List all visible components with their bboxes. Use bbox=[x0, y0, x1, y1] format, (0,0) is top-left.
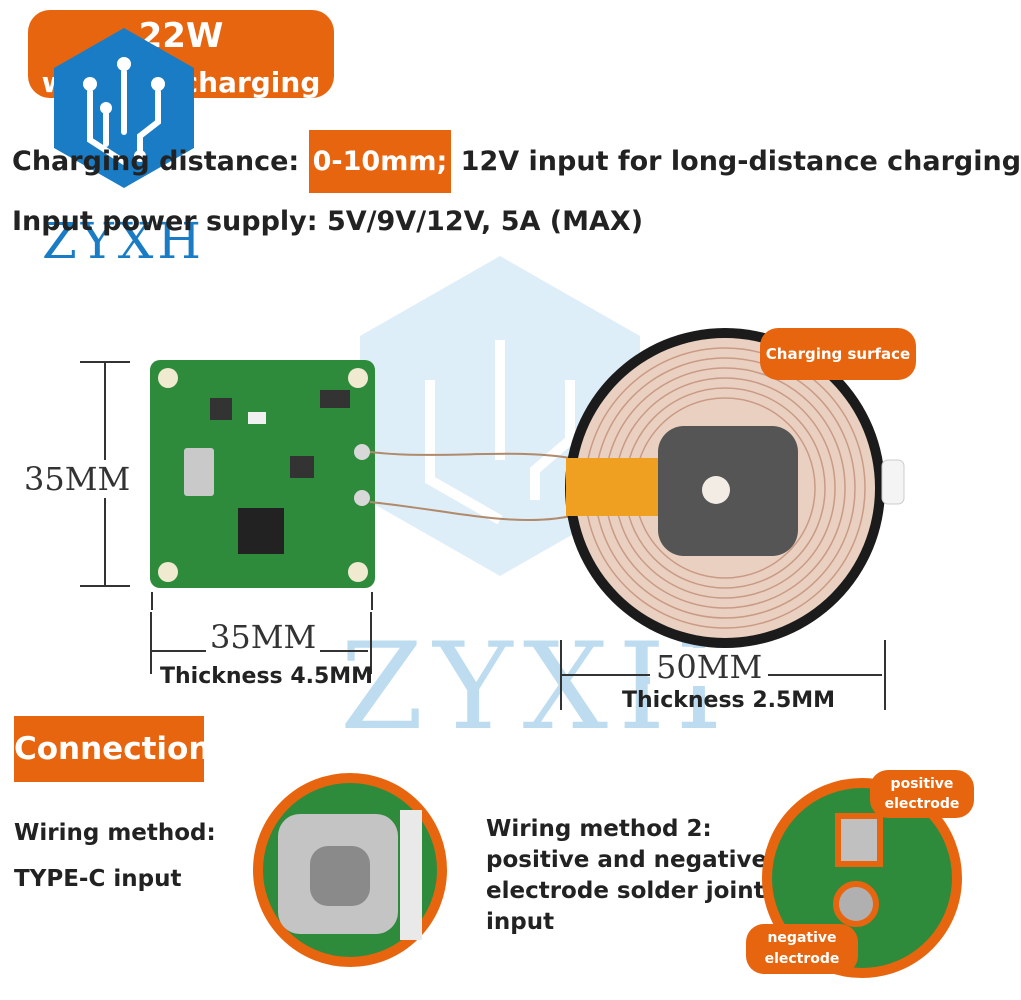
board-thickness: Thickness 4.5MM bbox=[160, 664, 374, 689]
distance-prefix: Charging distance: bbox=[12, 146, 300, 177]
brand-logo-hexagon-icon bbox=[54, 28, 194, 188]
method2-line4: input bbox=[486, 909, 555, 935]
type-c-closeup bbox=[250, 770, 450, 970]
negative-line2: electrode bbox=[764, 951, 840, 967]
board-height-label: 35MM bbox=[24, 460, 131, 498]
coil-thickness: Thickness 2.5MM bbox=[622, 688, 836, 713]
pcb-board-figure bbox=[80, 360, 390, 610]
board-width-label: 35MM bbox=[206, 618, 321, 656]
positive-electrode-label: positive electrode bbox=[870, 770, 974, 818]
method1-line1: Wiring method: bbox=[14, 820, 216, 846]
input-power-line: Input power supply: 5V/9V/12V, 5A (MAX) bbox=[12, 206, 644, 237]
charging-coil-icon bbox=[565, 328, 905, 648]
negative-electrode-label: negative electrode bbox=[746, 924, 858, 974]
connection-title: Connection bbox=[14, 716, 210, 782]
negative-line1: negative bbox=[767, 930, 837, 946]
method2-line2: positive and negative bbox=[486, 847, 768, 873]
method2-line3: electrode solder joint bbox=[486, 878, 765, 904]
pcb-board-icon bbox=[80, 360, 375, 610]
positive-line1: positive bbox=[890, 776, 954, 792]
brand-logo bbox=[44, 22, 204, 222]
charging-distance-line: Charging distance: 0-10mm; 12V input for… bbox=[12, 130, 1021, 193]
watermark-text: ZYXH bbox=[340, 618, 733, 757]
coil-diameter-label: 50MM bbox=[650, 648, 769, 686]
board-width-dimension bbox=[150, 612, 372, 674]
coil-figure bbox=[560, 318, 905, 658]
brand-logo-text: ZYXH bbox=[42, 212, 205, 270]
distance-value: 0-10mm; bbox=[308, 130, 452, 193]
method2-line1: Wiring method 2: bbox=[486, 816, 712, 842]
positive-line2: electrode bbox=[884, 796, 960, 812]
type-c-port-icon bbox=[253, 773, 447, 967]
charging-surface-label: Charging surface bbox=[760, 328, 916, 380]
distance-suffix: 12V input for long-distance charging bbox=[460, 146, 1021, 177]
coil-wires-icon bbox=[369, 451, 581, 522]
method1-line2: TYPE-C input bbox=[14, 866, 182, 892]
